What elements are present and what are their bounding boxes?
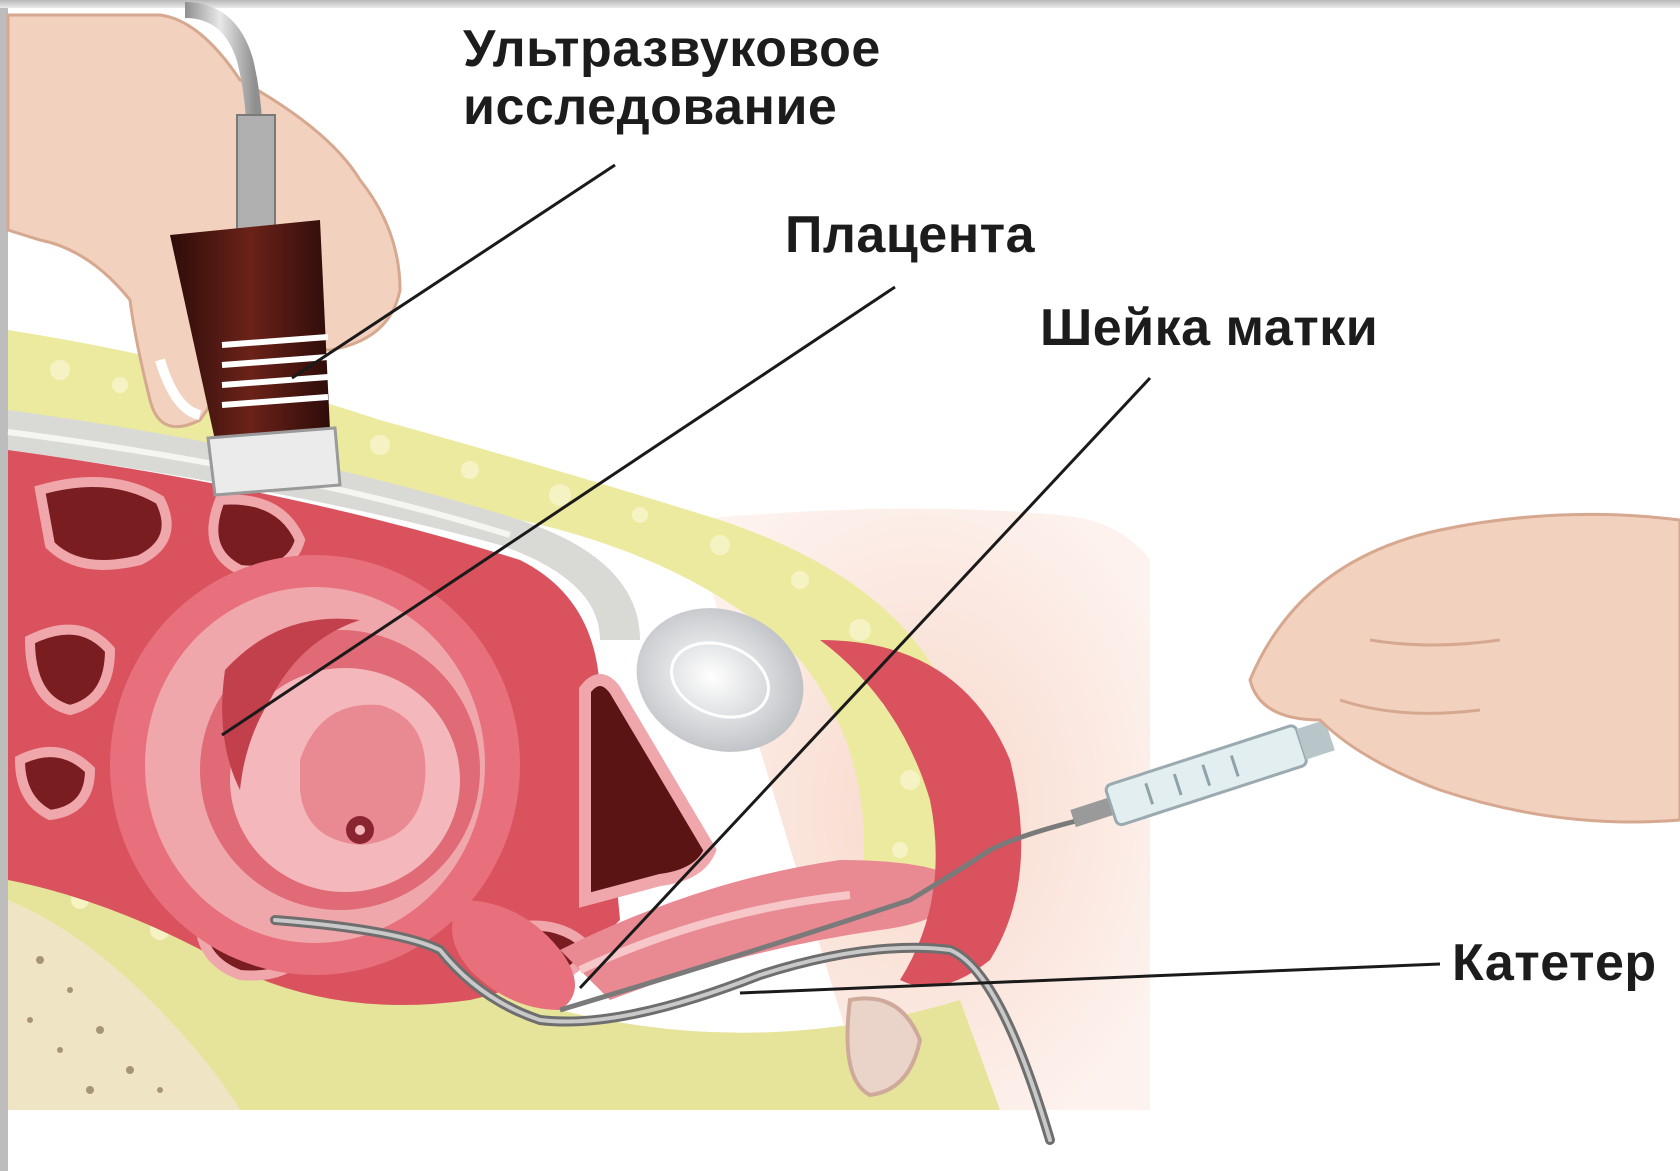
placenta-label: Плацента [785,206,1035,264]
cervix-label: Шейка матки [1040,299,1378,357]
ultrasound-label-line2: исследование [463,78,881,136]
catheter-label: Катетер [1452,934,1657,992]
ultrasound-label-line1: Ультразвуковое [463,20,881,78]
ultrasound-label: Ультразвуковое исследование [463,20,881,136]
hand-right-icon [1250,514,1680,822]
